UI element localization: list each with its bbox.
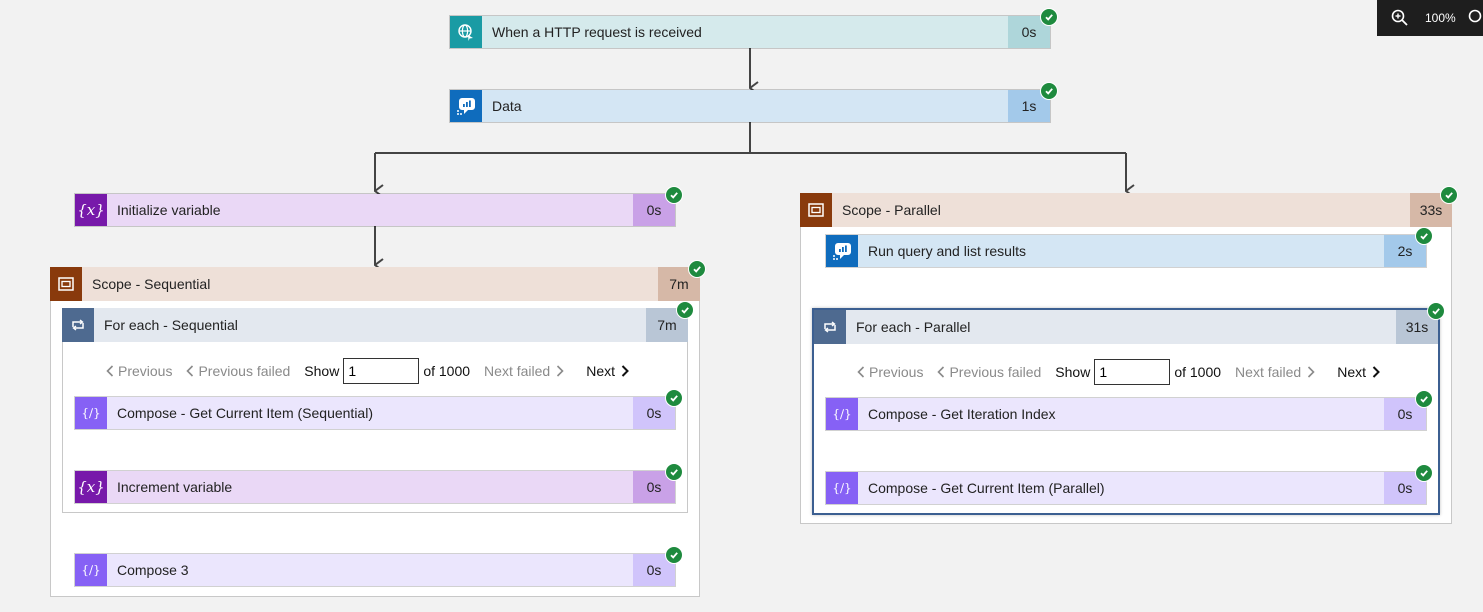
log-analytics-icon [826, 235, 858, 267]
foreach-parallel-label: For each - Parallel [846, 310, 1396, 344]
iteration-pager-sequential: Previous Previous failed Show of 1000 Ne… [106, 357, 629, 385]
increment-variable-card[interactable]: {x} Increment variable 0s [74, 470, 676, 504]
compose-3-card[interactable]: {∕} Compose 3 0s [74, 553, 676, 587]
previous-failed-label: Previous failed [949, 364, 1042, 380]
success-check-icon [665, 186, 683, 204]
compose-current-item-parallel-card[interactable]: {∕} Compose - Get Current Item (Parallel… [825, 471, 1427, 505]
zoom-toolbar: 100% [1377, 0, 1483, 36]
data-card[interactable]: Data 1s [449, 89, 1051, 123]
compose-icon: {∕} [826, 472, 858, 504]
next-label: Next [1337, 364, 1366, 380]
compose-current-item-sequential-card[interactable]: {∕} Compose - Get Current Item (Sequenti… [74, 396, 676, 430]
compose-current-item-sequential-label: Compose - Get Current Item (Sequential) [107, 397, 633, 429]
http-request-icon [450, 16, 482, 48]
scope-parallel-label: Scope - Parallel [832, 193, 1410, 227]
compose-3-label: Compose 3 [107, 554, 633, 586]
next-label: Next [586, 363, 615, 379]
iteration-total: of 1000 [423, 363, 471, 379]
compose-iteration-index-card[interactable]: {∕} Compose - Get Iteration Index 0s [825, 397, 1427, 431]
foreach-sequential-label: For each - Sequential [94, 308, 646, 342]
compose-current-item-parallel-duration: 0s [1384, 472, 1426, 504]
next-failed-label: Next failed [1235, 364, 1302, 380]
success-check-icon [665, 463, 683, 481]
run-query-label: Run query and list results [858, 235, 1384, 267]
loop-icon [62, 308, 94, 342]
foreach-parallel-header[interactable]: For each - Parallel 31s [814, 310, 1438, 344]
compose-icon: {∕} [75, 554, 107, 586]
initialize-variable-card[interactable]: {x} Initialize variable 0s [74, 193, 676, 227]
compose-iteration-index-duration: 0s [1384, 398, 1426, 430]
scope-icon [50, 267, 82, 301]
trigger-duration: 0s [1008, 16, 1050, 48]
previous-button[interactable]: Previous [857, 364, 923, 380]
trigger-card[interactable]: When a HTTP request is received 0s [449, 15, 1051, 49]
success-check-icon [1440, 186, 1458, 204]
log-analytics-icon [450, 90, 482, 122]
increment-variable-duration: 0s [633, 471, 675, 503]
scope-sequential-label: Scope - Sequential [82, 267, 658, 301]
zoom-level: 100% [1425, 11, 1456, 25]
next-failed-button[interactable]: Next failed [484, 363, 564, 379]
foreach-sequential-header[interactable]: For each - Sequential 7m [62, 308, 688, 342]
increment-variable-label: Increment variable [107, 471, 633, 503]
zoom-in-icon[interactable] [1391, 9, 1409, 27]
next-button[interactable]: Next [586, 363, 629, 379]
success-check-icon [665, 389, 683, 407]
show-label: Show [1055, 364, 1091, 380]
success-check-icon [1415, 227, 1433, 245]
success-check-icon [1415, 390, 1433, 408]
scope-parallel-header[interactable]: Scope - Parallel 33s [800, 193, 1452, 227]
next-failed-button[interactable]: Next failed [1235, 364, 1315, 380]
variable-icon: {x} [75, 194, 107, 226]
run-query-card[interactable]: Run query and list results 2s [825, 234, 1427, 268]
success-check-icon [1415, 464, 1433, 482]
show-label: Show [304, 363, 340, 379]
iteration-total: of 1000 [1174, 364, 1222, 380]
iteration-pager-parallel: Previous Previous failed Show of 1000 Ne… [857, 358, 1380, 386]
next-button[interactable]: Next [1337, 364, 1380, 380]
previous-failed-button[interactable]: Previous failed [937, 364, 1041, 380]
next-failed-label: Next failed [484, 363, 551, 379]
previous-label: Previous [118, 363, 173, 379]
iteration-input[interactable] [1094, 359, 1171, 385]
success-check-icon [1040, 82, 1058, 100]
previous-label: Previous [869, 364, 924, 380]
compose-icon: {∕} [826, 398, 858, 430]
success-check-icon [665, 546, 683, 564]
compose-icon: {∕} [75, 397, 107, 429]
success-check-icon [676, 301, 694, 319]
previous-failed-button[interactable]: Previous failed [186, 363, 290, 379]
scope-icon [800, 193, 832, 227]
compose-current-item-parallel-label: Compose - Get Current Item (Parallel) [858, 472, 1384, 504]
success-check-icon [1427, 302, 1445, 320]
initialize-variable-label: Initialize variable [107, 194, 633, 226]
compose-iteration-index-label: Compose - Get Iteration Index [858, 398, 1384, 430]
trigger-label: When a HTTP request is received [482, 16, 1008, 48]
loop-icon [814, 310, 846, 344]
success-check-icon [1040, 8, 1058, 26]
zoom-out-icon[interactable] [1468, 9, 1482, 27]
variable-icon: {x} [75, 471, 107, 503]
data-label: Data [482, 90, 1008, 122]
previous-button[interactable]: Previous [106, 363, 172, 379]
iteration-input[interactable] [343, 358, 420, 384]
success-check-icon [688, 260, 706, 278]
scope-sequential-header[interactable]: Scope - Sequential 7m [50, 267, 700, 301]
previous-failed-label: Previous failed [198, 363, 291, 379]
